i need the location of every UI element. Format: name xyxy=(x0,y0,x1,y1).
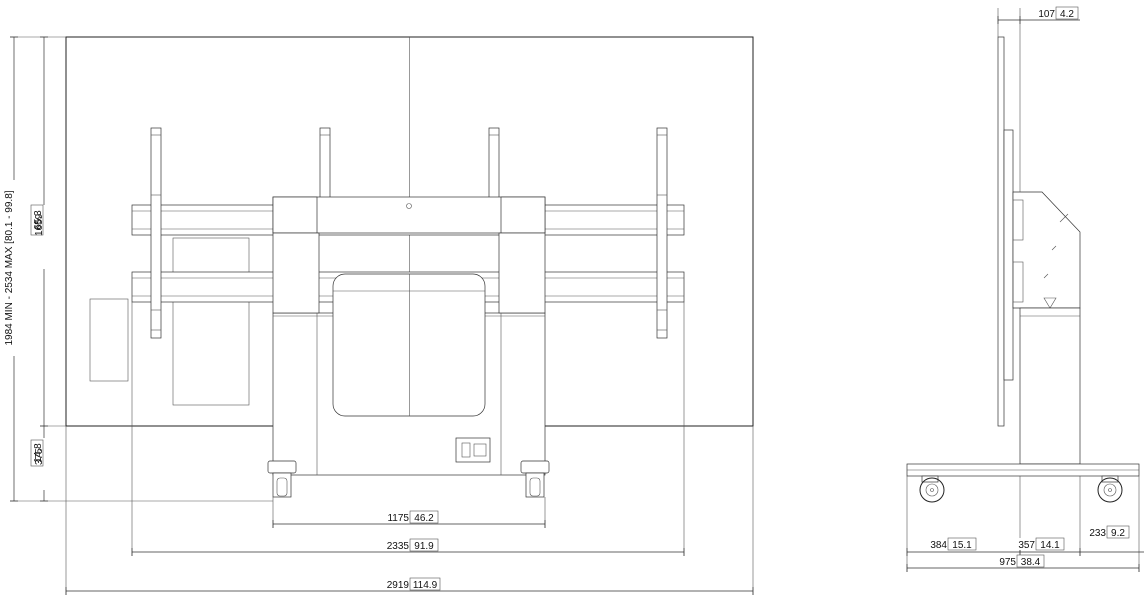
dim-total-width-value: 2919 xyxy=(387,580,410,591)
dim-total-width-inch: 114.9 xyxy=(413,580,438,591)
side-head-unit xyxy=(1012,191,1081,309)
side-column xyxy=(1019,307,1081,465)
lift-column xyxy=(272,196,546,476)
dim-total-depth-value: 975 xyxy=(999,557,1016,568)
dim-total-width: 2919 114.9 xyxy=(65,577,754,595)
dim-wheel-offset-inch: 9.2 xyxy=(1111,528,1125,539)
dim-depth-offset-value: 107 xyxy=(1038,9,1055,20)
dim-bars-width-value: 2335 xyxy=(387,541,410,552)
extension-lines xyxy=(10,36,754,595)
dim-screen-height-inch: 65.3 xyxy=(33,210,44,230)
dim-column-width: 1175 46.2 xyxy=(272,510,546,528)
dim-height-range-text: 1984 MIN - 2534 MAX [80.1 - 99.8] xyxy=(4,190,15,345)
dim-total-depth-inch: 38.4 xyxy=(1021,557,1041,568)
dim-screen-height: 1659 65.3 xyxy=(30,36,48,427)
dim-floor-clearance: 375 14.8 xyxy=(30,426,48,502)
power-socket xyxy=(455,437,491,463)
dim-screen-height-value: 1659 xyxy=(34,213,45,236)
dim-floor-clearance-inch: 14.8 xyxy=(33,443,44,463)
dim-floor-clearance-value: 375 xyxy=(34,448,45,465)
dim-front-foot-inch: 15.1 xyxy=(952,540,972,551)
dim-depth-offset: 107 4.2 xyxy=(997,6,1080,24)
rear-panel-box-left xyxy=(89,298,129,382)
dim-column-width-value: 1175 xyxy=(387,513,409,524)
dim-column-width-inch: 46.2 xyxy=(414,513,434,524)
side-wheel-rear xyxy=(1097,475,1123,503)
side-base xyxy=(906,463,1140,477)
dim-feet: 384 15.1 357 14.1 233 9.2 xyxy=(906,525,1144,556)
side-screen xyxy=(997,36,1014,427)
rear-panel-box-center xyxy=(172,237,250,406)
front-view: 2919 114.9 2335 91.9 1175 46.2 xyxy=(4,36,754,595)
front-wheel-right xyxy=(520,460,550,498)
dim-front-foot-value: 384 xyxy=(930,540,947,551)
side-view: 107 4.2 384 15.1 357 14.1 233 9.2 xyxy=(906,6,1144,572)
dim-rear-foot-value: 357 xyxy=(1018,540,1035,551)
dim-rear-foot-inch: 14.1 xyxy=(1040,540,1060,551)
dim-total-depth: 975 38.4 xyxy=(906,554,1140,572)
dim-wheel-offset-value: 233 xyxy=(1089,528,1106,539)
dim-bars-width-inch: 91.9 xyxy=(414,541,434,552)
side-wheel-front xyxy=(919,475,945,503)
dim-height-range: 1984 MIN - 2534 MAX [80.1 - 99.8] xyxy=(4,36,20,502)
dim-depth-offset-inch: 4.2 xyxy=(1060,9,1074,20)
dim-bars-width: 2335 91.9 xyxy=(131,538,685,556)
front-wheel-left xyxy=(267,460,297,498)
